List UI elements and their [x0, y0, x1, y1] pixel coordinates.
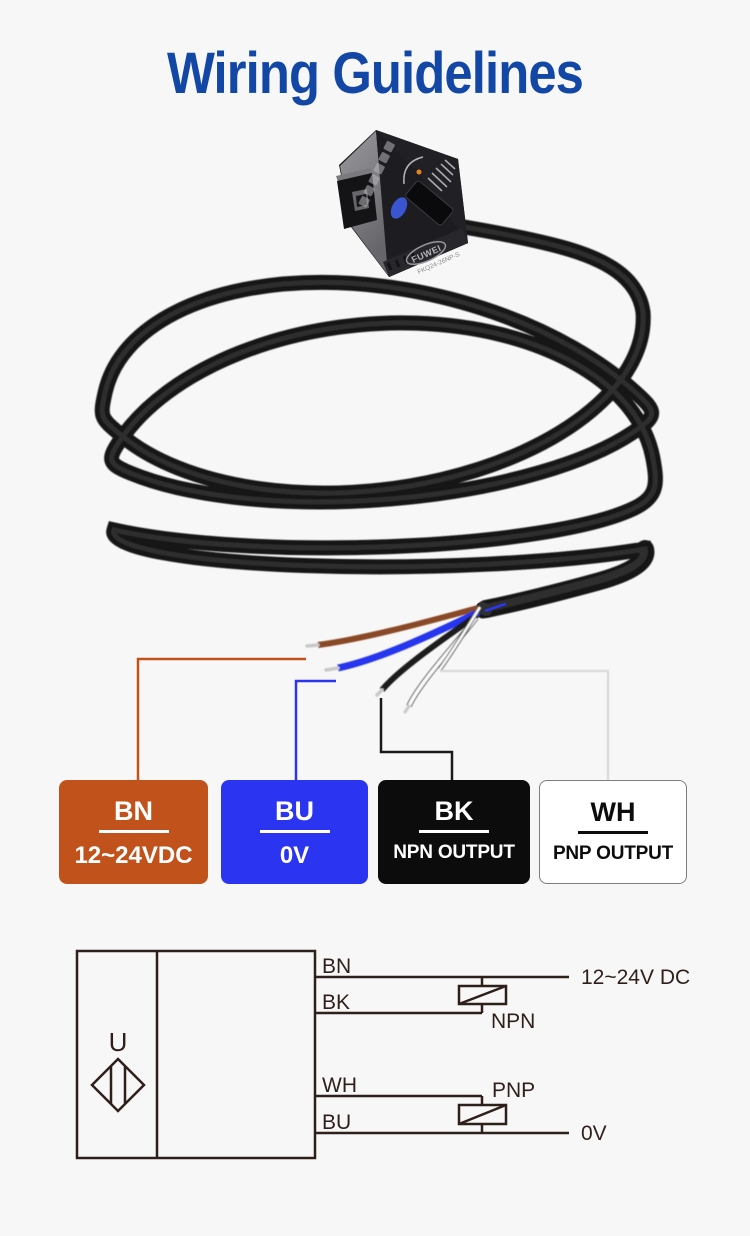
svg-text:BN: BN [322, 955, 351, 978]
svg-text:WH: WH [322, 1074, 357, 1097]
svg-text:PNP: PNP [492, 1079, 535, 1102]
svg-text:BK: BK [322, 991, 350, 1014]
svg-text:12~24V DC: 12~24V DC [581, 966, 690, 989]
svg-text:U: U [109, 1027, 128, 1057]
svg-text:NPN: NPN [491, 1010, 535, 1033]
svg-text:BU: BU [322, 1111, 351, 1134]
svg-text:0V: 0V [581, 1122, 607, 1145]
